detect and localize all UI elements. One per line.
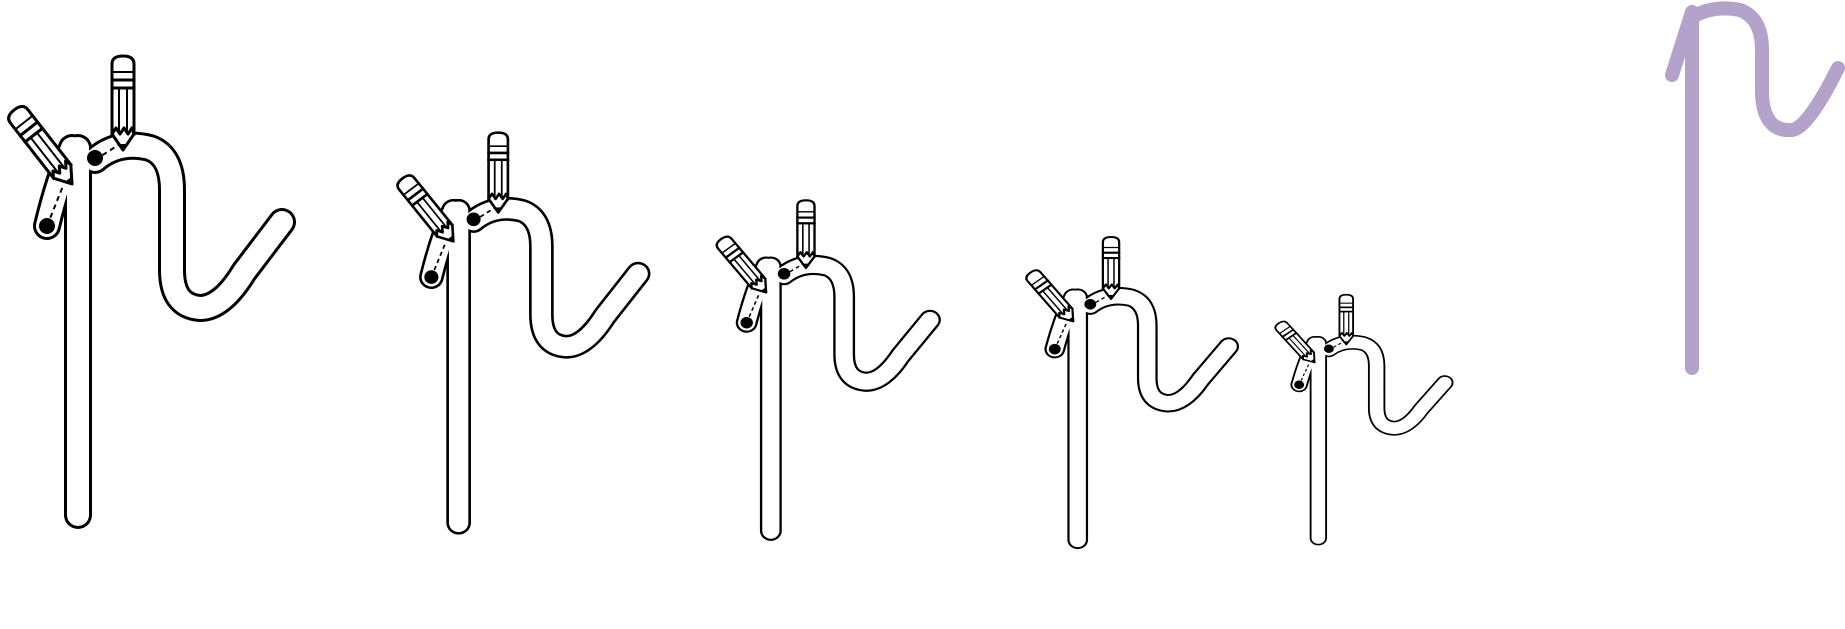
tracing-letter-4: [1022, 235, 1229, 540]
pencil-icon: [110, 54, 136, 152]
stroke-guide-1: [430, 242, 447, 278]
pencil-icon: [487, 131, 510, 214]
start-dot-icon: [424, 270, 439, 284]
tracing-letter-3: [713, 199, 930, 530]
stroke-guide-1: [1054, 322, 1068, 350]
start-dot-icon: [740, 316, 753, 329]
tracing-letter-5: [1272, 293, 1444, 538]
start-dot-icon: [466, 212, 481, 227]
start-dot-icon: [39, 218, 55, 234]
pencil-icon: [1101, 235, 1121, 301]
start-dot-icon: [1048, 343, 1061, 355]
stroke-guide-1: [46, 185, 64, 227]
pencil-icon: [1338, 293, 1355, 346]
start-dot-icon: [777, 268, 791, 280]
stroke-guide-1: [1298, 363, 1310, 385]
start-dot-icon: [1084, 299, 1097, 310]
start-dot-icon: [1323, 344, 1334, 353]
pencil-icon: [796, 199, 816, 270]
model-letter: [1665, 1, 1845, 375]
stroke-guide-1: [745, 293, 760, 323]
tracing-letter-1: [3, 54, 282, 515]
start-dot-icon: [87, 150, 103, 166]
tracing-letter-2: [393, 131, 638, 523]
start-dot-icon: [1294, 380, 1305, 390]
